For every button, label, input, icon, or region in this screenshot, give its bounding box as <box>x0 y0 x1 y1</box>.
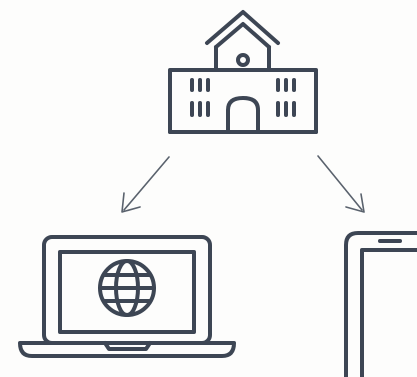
phone-outline <box>344 231 417 377</box>
arrow-shaft <box>123 156 170 211</box>
laptop-base <box>18 341 236 358</box>
phone-screen <box>360 248 417 377</box>
laptop-screen <box>58 250 196 334</box>
school-left-windows <box>190 78 210 117</box>
globe-icon <box>98 259 156 317</box>
laptop-globe-icon <box>18 235 236 358</box>
smartphone-icon <box>344 231 417 377</box>
school-round-window <box>236 53 250 67</box>
arrow-school-to-phone <box>317 155 365 213</box>
school-building-icon <box>168 10 318 134</box>
school-roof <box>205 10 280 45</box>
school-roof-inner <box>214 22 271 49</box>
school-tower <box>214 45 271 72</box>
school-door <box>226 96 260 134</box>
school-right-windows <box>276 78 296 117</box>
laptop-notch <box>103 341 152 351</box>
arrow-head <box>121 192 141 213</box>
arrow-shaft <box>317 155 363 211</box>
arrow-head <box>345 193 365 213</box>
arrow-school-to-laptop <box>121 156 170 213</box>
